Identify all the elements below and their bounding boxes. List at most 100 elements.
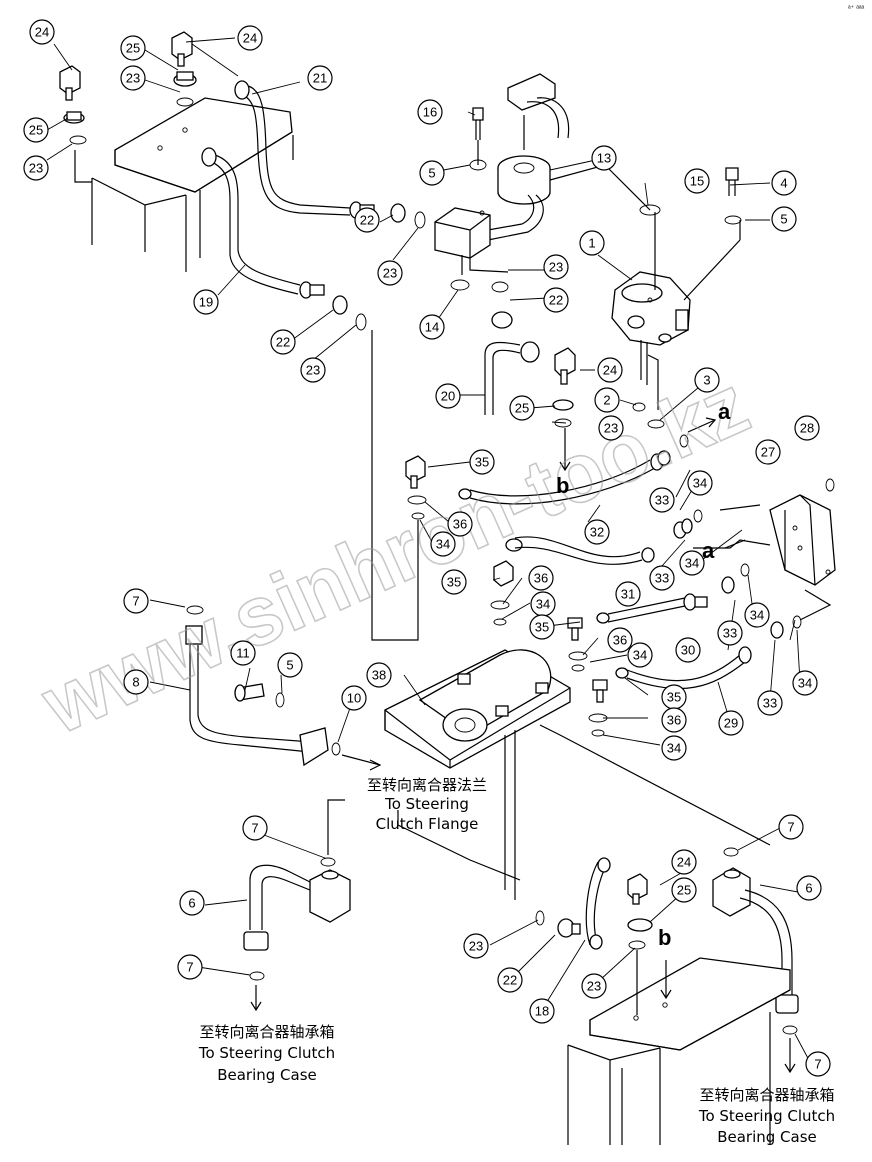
tube-8 <box>185 605 382 771</box>
svg-text:Clutch Flange: Clutch Flange <box>376 815 479 833</box>
callout-34: 34 <box>530 591 556 617</box>
tube-18 <box>535 857 672 1015</box>
callout-4: 4 <box>771 170 797 196</box>
callout-6: 6 <box>179 890 205 916</box>
callout-36: 36 <box>528 565 554 591</box>
callout-22: 22 <box>497 967 523 993</box>
callout-number: 35 <box>447 575 461 590</box>
callout-15: 15 <box>684 168 710 194</box>
callout-number: 27 <box>761 445 775 460</box>
callout-number: 38 <box>372 668 386 683</box>
callout-7: 7 <box>778 814 804 840</box>
callout-36: 36 <box>447 511 473 537</box>
callout-6: 6 <box>796 875 822 901</box>
bottom-right-tank <box>567 957 791 1145</box>
callout-36: 36 <box>661 707 687 733</box>
callout-number: 23 <box>549 260 563 275</box>
callout-34: 34 <box>679 550 705 576</box>
callout-number: 25 <box>515 401 529 416</box>
callout-number: 8 <box>132 675 139 690</box>
callout-number: 19 <box>199 295 213 310</box>
callout-number: 34 <box>693 476 707 491</box>
callout-5: 5 <box>419 160 445 186</box>
marker-b-mid: b <box>556 473 569 498</box>
callout-number: 7 <box>251 821 258 836</box>
callout-number: 36 <box>453 517 467 532</box>
callout-number: 11 <box>236 646 250 661</box>
callout-7: 7 <box>123 588 149 614</box>
callout-23: 23 <box>543 254 569 280</box>
callout-22: 22 <box>354 207 380 233</box>
callout-number: 7 <box>787 820 794 835</box>
callout-33: 33 <box>649 487 675 513</box>
callout-8: 8 <box>123 669 149 695</box>
valve-assembly-13 <box>434 73 651 329</box>
callout-number: 34 <box>536 597 550 612</box>
callout-number: 34 <box>685 556 699 571</box>
callout-number: 21 <box>313 71 327 86</box>
callout-number: 23 <box>383 266 397 281</box>
fittings-top-left <box>59 31 426 331</box>
callout-33: 33 <box>649 565 675 591</box>
svg-text:至转向离合器法兰: 至转向离合器法兰 <box>367 776 487 794</box>
marker-b-bottom: b <box>658 925 671 950</box>
callout-number: 30 <box>681 643 695 658</box>
callout-25: 25 <box>671 877 697 903</box>
callout-3: 3 <box>694 367 720 393</box>
leader-lines <box>46 37 811 1063</box>
callout-27: 27 <box>755 439 781 465</box>
dest-bearing-right-label: 至转向离合器轴承箱 To Steering Clutch Bearing Cas… <box>698 1086 835 1146</box>
callout-number: 33 <box>763 696 777 711</box>
callout-13: 13 <box>591 145 617 171</box>
tube-19 <box>201 147 325 299</box>
callout-21: 21 <box>307 65 333 91</box>
callout-number: 34 <box>667 741 681 756</box>
callout-number: 3 <box>703 373 710 388</box>
callout-18: 18 <box>529 998 555 1024</box>
callout-number: 14 <box>425 320 439 335</box>
callout-number: 22 <box>360 213 374 228</box>
callout-number: 24 <box>603 363 617 378</box>
callout-number: 36 <box>667 713 681 728</box>
callout-number: 6 <box>805 881 812 896</box>
callout-7: 7 <box>805 1051 831 1077</box>
svg-text:Bearing Case: Bearing Case <box>217 1066 317 1084</box>
callout-number: 22 <box>276 335 290 350</box>
callout-number: 22 <box>549 293 563 308</box>
callout-number: 34 <box>436 537 450 552</box>
callout-number: 23 <box>126 71 140 86</box>
callout-number: 34 <box>798 676 812 691</box>
callout-23: 23 <box>581 973 607 999</box>
callout-number: 2 <box>603 393 610 408</box>
callout-5: 5 <box>771 206 797 232</box>
callout-7: 7 <box>242 815 268 841</box>
top-left-tank <box>74 97 294 272</box>
corner-note: ᵃ⁺ ᵃᵃᵃ <box>848 5 864 12</box>
callout-34: 34 <box>687 470 713 496</box>
callout-22: 22 <box>270 329 296 355</box>
svg-text:To Steering Clutch: To Steering Clutch <box>198 1044 335 1062</box>
callout-19: 19 <box>193 289 219 315</box>
tube-6-right <box>712 847 799 1074</box>
callout-number: 25 <box>29 123 43 138</box>
callout-number: 23 <box>469 939 483 954</box>
callout-30: 30 <box>675 637 701 663</box>
filter-assembly-38 <box>384 649 771 900</box>
callout-number: 25 <box>126 41 140 56</box>
callout-number: 24 <box>677 855 691 870</box>
callout-number: 5 <box>286 658 293 673</box>
callout-22: 22 <box>543 287 569 313</box>
callout-number: 31 <box>621 587 635 602</box>
callout-34: 34 <box>744 602 770 628</box>
callout-35: 35 <box>469 449 495 475</box>
hoses-middle <box>371 330 802 737</box>
callout-number: 15 <box>690 174 704 189</box>
callout-number: 35 <box>667 690 681 705</box>
callout-23: 23 <box>377 260 403 286</box>
svg-text:To Steering Clutch: To Steering Clutch <box>698 1107 835 1125</box>
callout-34: 34 <box>661 735 687 761</box>
marker-a-arrows <box>687 417 771 549</box>
callout-23: 23 <box>23 155 49 181</box>
